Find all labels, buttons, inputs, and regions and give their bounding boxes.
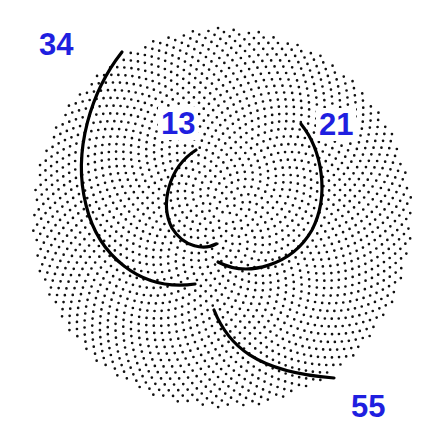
spiral-count: 21 xyxy=(316,108,356,141)
spiral-21 xyxy=(218,124,322,269)
seed-dots xyxy=(32,27,412,409)
spiral-13 xyxy=(167,150,216,247)
spiral-count: 13 xyxy=(158,107,198,140)
spiral-55 xyxy=(214,310,334,378)
spiral-count: 55 xyxy=(348,390,388,423)
spiral-count: 34 xyxy=(36,28,76,61)
